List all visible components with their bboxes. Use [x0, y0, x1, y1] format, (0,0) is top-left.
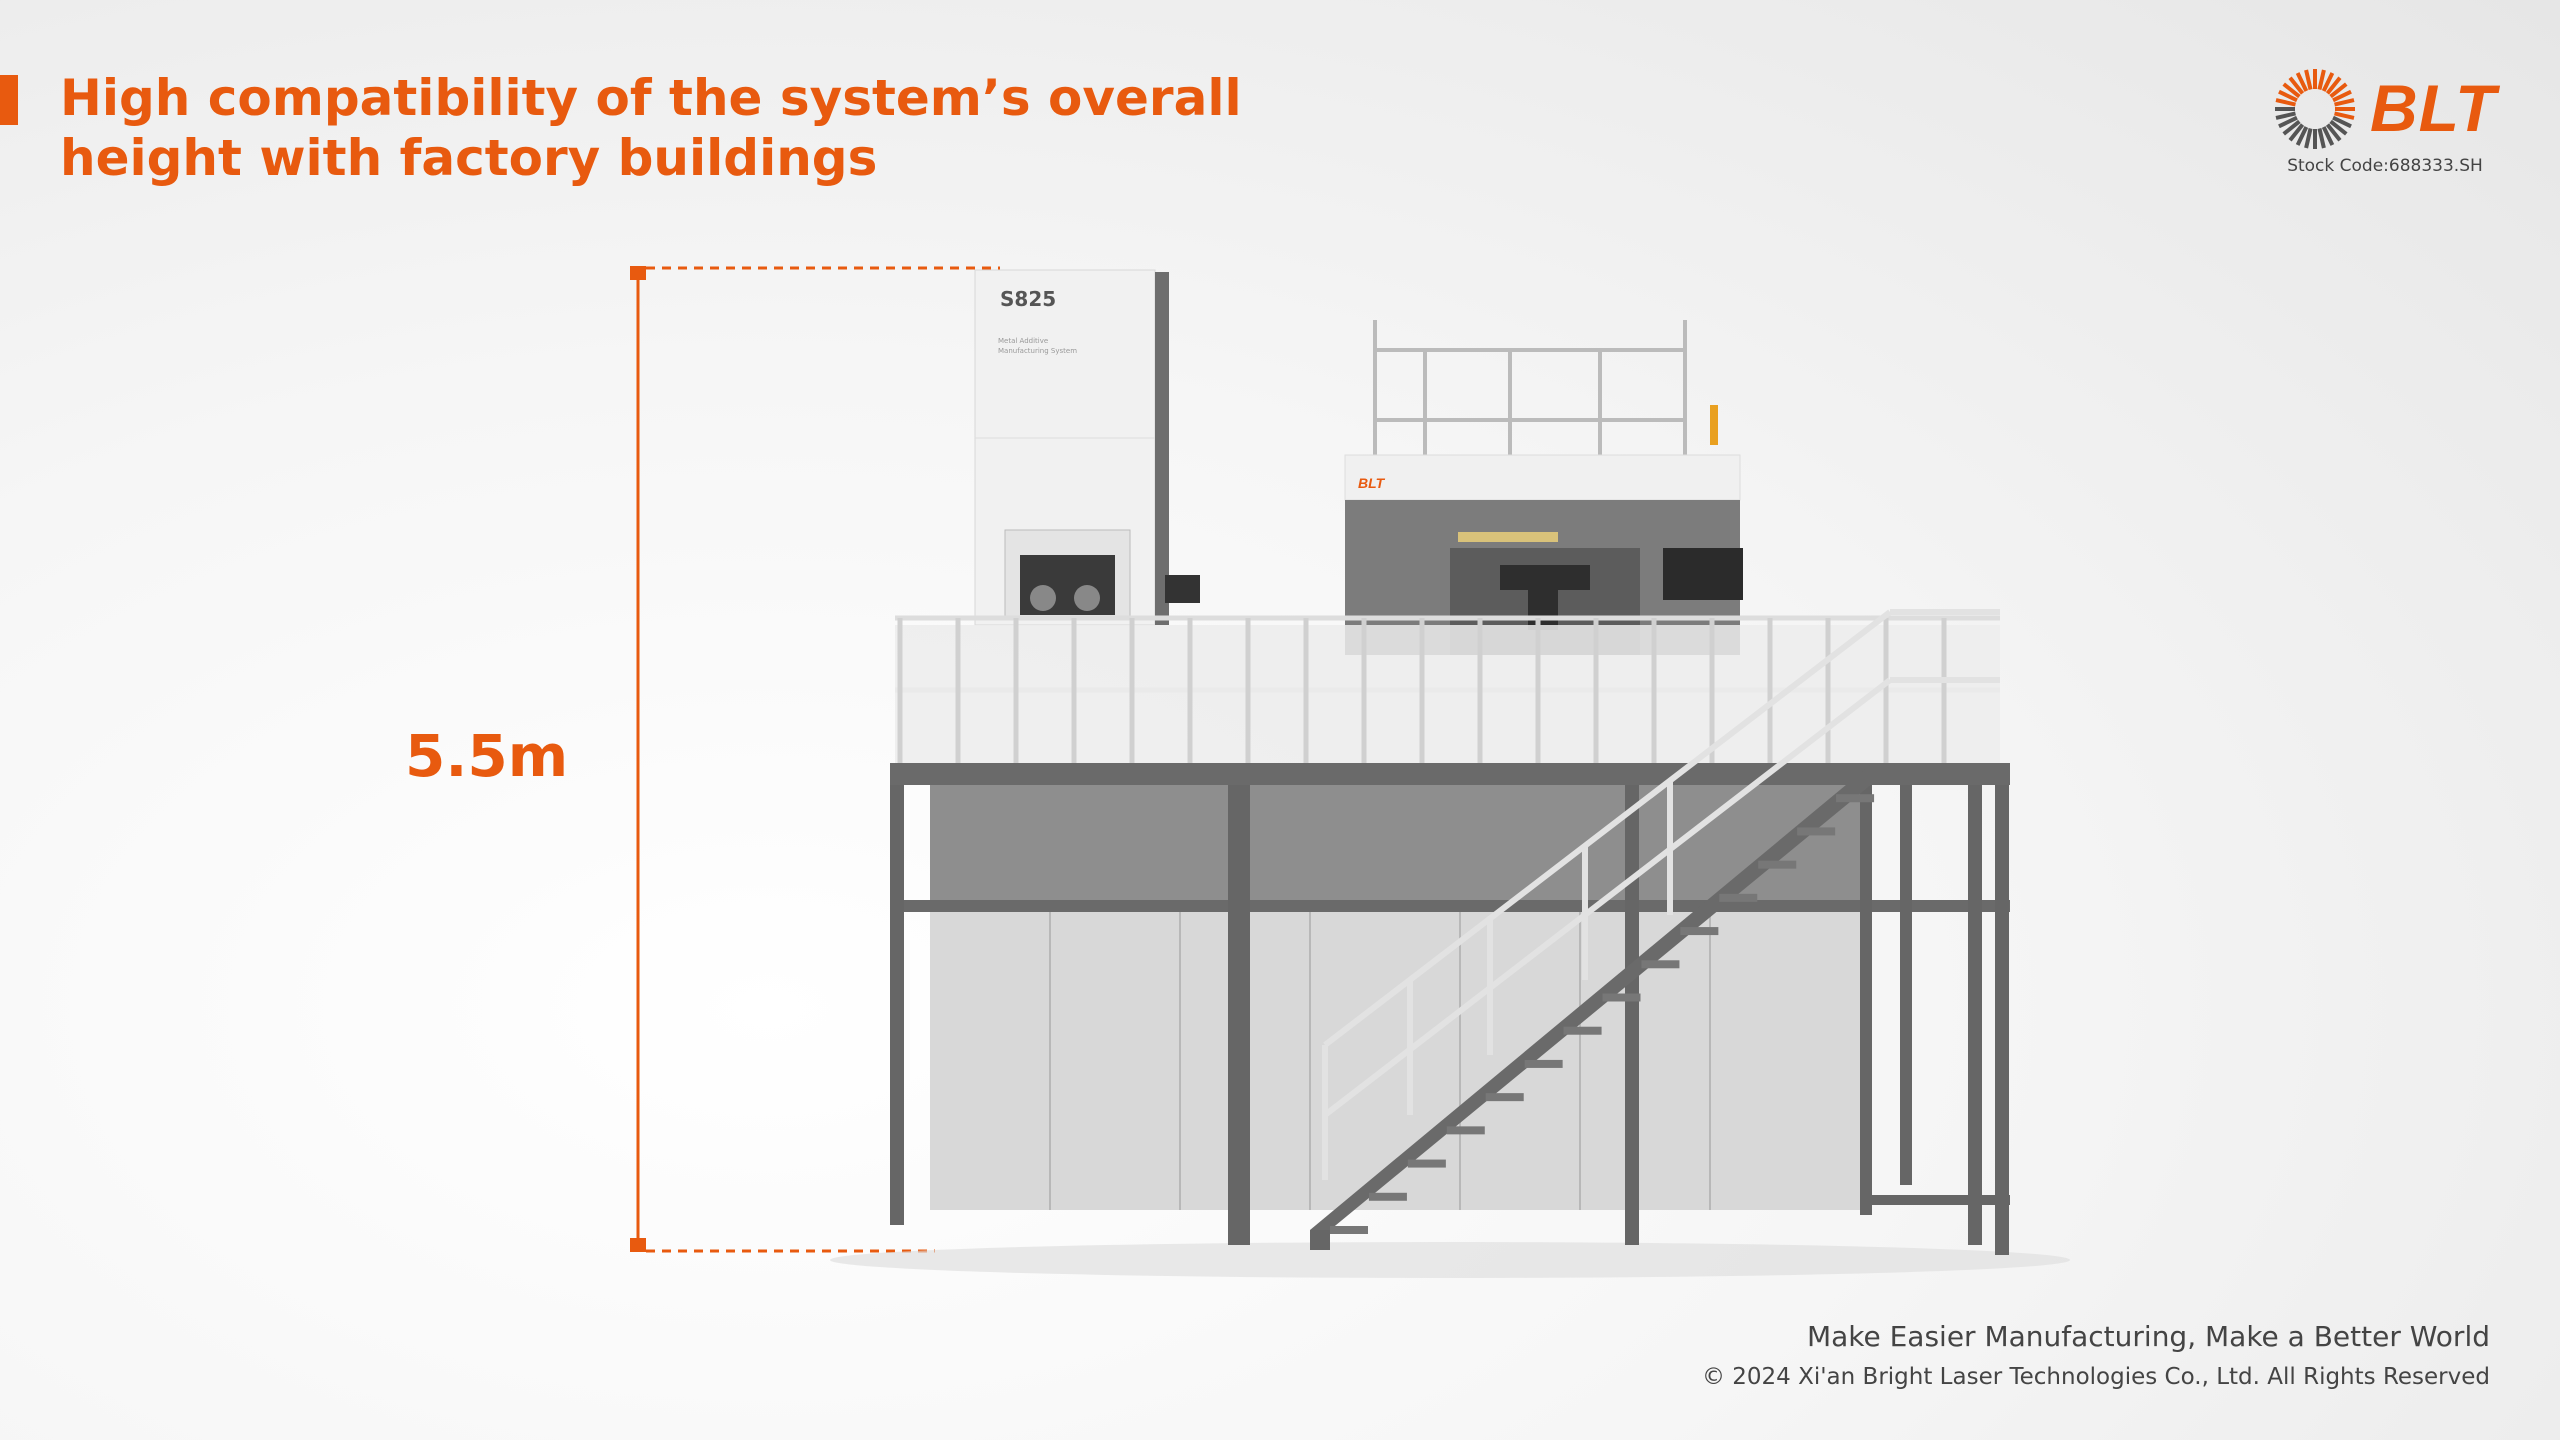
title-line-2: height with factory buildings — [60, 129, 878, 187]
printer-unit: BLT — [1344, 320, 1743, 655]
svg-text:Manufacturing System: Manufacturing System — [998, 347, 1077, 355]
sunburst-logo-icon — [2275, 69, 2355, 149]
height-dimension-label: 5.5m — [405, 722, 569, 790]
machine-model-text: S825 — [1000, 287, 1056, 311]
footer-copyright: © 2024 Xi'an Bright Laser Technologies C… — [1701, 1364, 2490, 1390]
title-line-1: High compatibility of the system’s overa… — [60, 69, 1242, 127]
footer-slogan: Make Easier Manufacturing, Make a Better… — [1806, 1320, 2490, 1353]
page-title: High compatibility of the system’s overa… — [60, 68, 1260, 188]
powder-cabinet: S825 Metal Additive Manufacturing System — [974, 269, 1200, 626]
title-accent-bar — [0, 75, 18, 125]
svg-text:Metal Additive: Metal Additive — [998, 337, 1048, 345]
logo-text: BLT — [2370, 71, 2497, 145]
blt-logo: BLT — [2270, 62, 2500, 182]
height-dimension-line — [630, 266, 1000, 1253]
machine-badge-text: BLT — [1358, 475, 1386, 491]
stock-code: Stock Code:688333.SH — [2287, 156, 2483, 176]
